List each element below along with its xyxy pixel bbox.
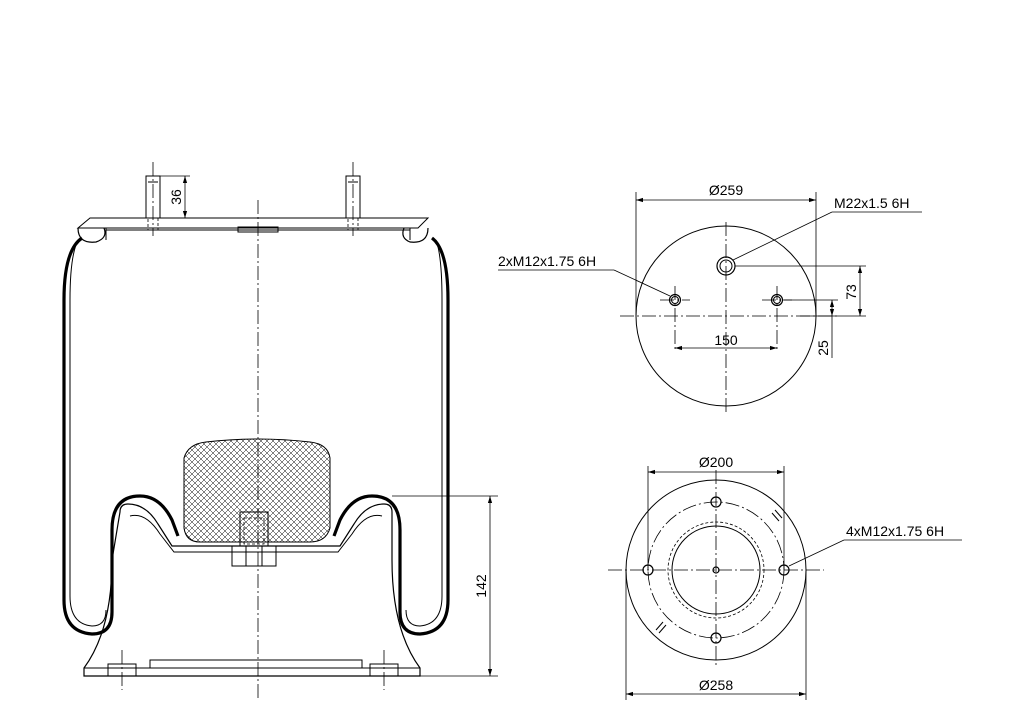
lower-offset-dimension: 25: [782, 299, 838, 358]
outer-diameter-dimension: Ø258: [625, 570, 807, 700]
center-thread-callout: M22x1.5 6H: [732, 195, 922, 261]
top-diameter-dimension: Ø259: [635, 182, 817, 316]
inner-diameter-label: Ø200: [699, 454, 733, 470]
upper-offset-label: 73: [843, 284, 859, 300]
center-thread-label: M22x1.5 6H: [834, 195, 909, 211]
bumper: [183, 438, 331, 543]
hole-spacing-dimension: 150: [675, 332, 777, 351]
lower-offset-label: 25: [815, 340, 831, 356]
piston: [83, 438, 421, 690]
top-view: Ø259 M22x1.5 6H 2xM12x1.75 6H 150 73: [498, 182, 922, 412]
bottom-hole-top: [710, 496, 722, 508]
upper-offset-dimension: 73: [735, 265, 866, 317]
bottom-view: Ø200 4xM12x1.75 6H Ø258: [608, 454, 962, 700]
bottom-thread-callout: 4xM12x1.75 6H: [788, 523, 962, 567]
height-dimension-label: 142: [473, 574, 489, 598]
bottom-hole-bottom: [710, 632, 722, 644]
stud-dimension: 36: [160, 175, 190, 218]
side-thread-callout: 2xM12x1.75 6H: [498, 253, 671, 297]
nut: [231, 545, 277, 567]
inner-diameter-dimension: Ø200: [647, 454, 785, 570]
bottom-center-point: [712, 566, 720, 574]
stud-left: [145, 162, 161, 236]
rubber-bellow: [62, 236, 450, 636]
stud-right: [345, 162, 361, 236]
bottom-thread-label: 4xM12x1.75 6H: [846, 523, 944, 539]
side-view: 36: [62, 162, 498, 700]
stud-dimension-label: 36: [168, 189, 184, 205]
outer-diameter-label: Ø258: [699, 677, 733, 693]
hole-spacing-label: 150: [714, 332, 738, 348]
side-thread-label: 2xM12x1.75 6H: [498, 253, 596, 269]
top-diameter-label: Ø259: [709, 182, 743, 198]
height-dimension: 142: [392, 495, 498, 677]
top-plate: [76, 217, 430, 243]
